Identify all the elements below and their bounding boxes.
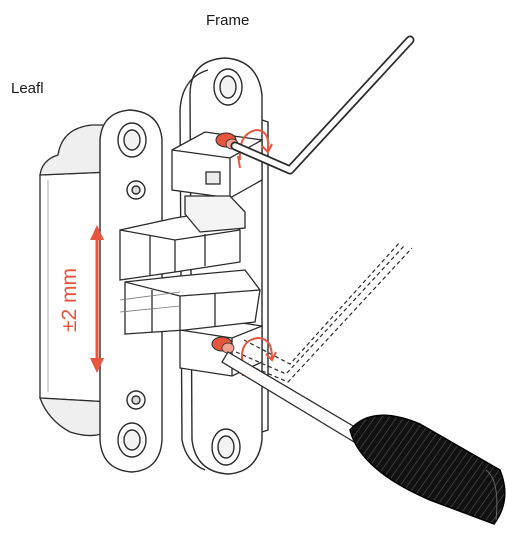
- adjust-range-arrow-icon: [90, 225, 104, 373]
- adjustment-range-text: ±2 mm: [58, 267, 81, 333]
- leaf-label: Leafl: [11, 80, 44, 97]
- screwdriver: [221, 351, 506, 525]
- frame-label: Frame: [206, 12, 250, 29]
- leaf-body: [39, 124, 111, 437]
- hinge-arms: [119, 195, 261, 335]
- bottom-adjust-screw: [211, 336, 235, 354]
- hex-key-dashed: [235, 241, 413, 383]
- hex-key: [230, 35, 415, 175]
- adjustment-range-label: ±2 mm: [54, 245, 86, 355]
